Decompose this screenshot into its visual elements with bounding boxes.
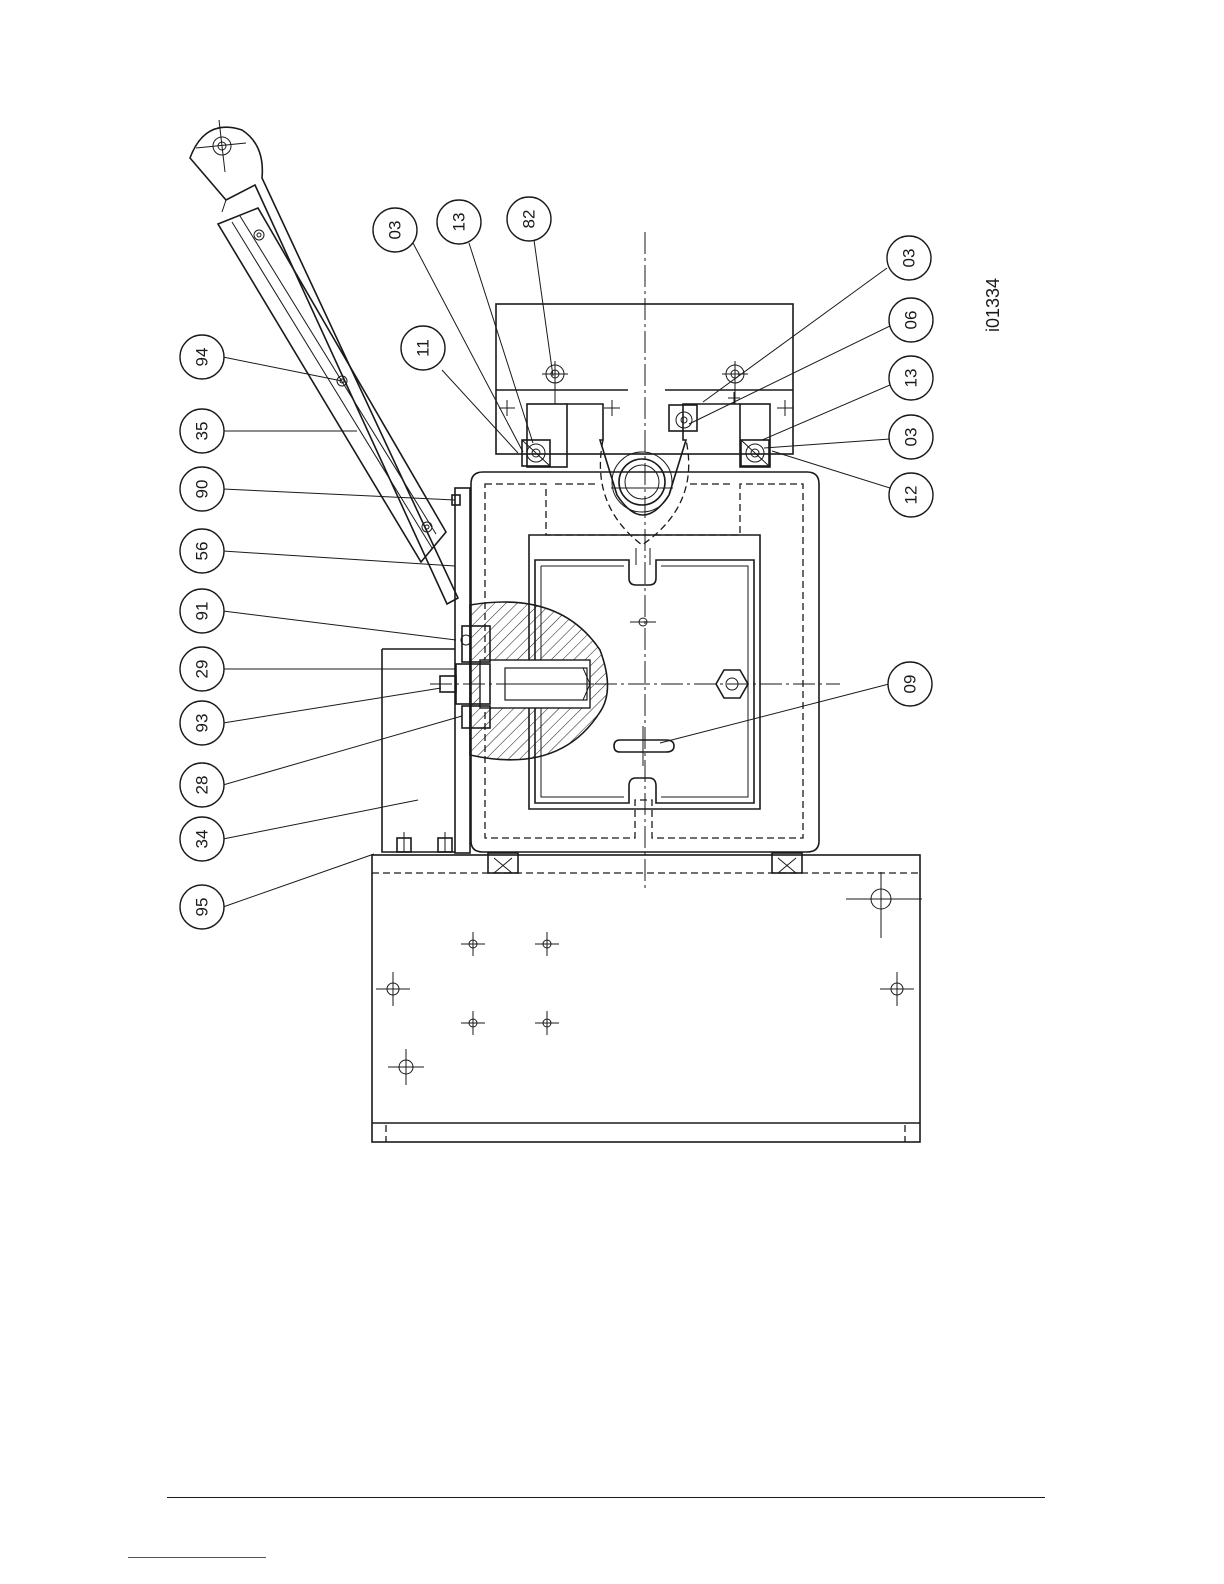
balloon-12: 12 <box>889 473 933 517</box>
bolt-mark <box>438 832 452 852</box>
bolt-mark <box>499 400 515 416</box>
hole-mark <box>846 872 922 938</box>
bolt-mark <box>604 400 620 416</box>
svg-text:82: 82 <box>520 210 539 229</box>
svg-text:03: 03 <box>902 428 921 447</box>
svg-text:94: 94 <box>193 348 212 367</box>
svg-text:13: 13 <box>450 213 469 232</box>
balloon-56: 56 <box>180 529 224 573</box>
balloon-list: 94 35 90 56 91 29 93 28 34 95 11 03 13 8… <box>180 197 933 929</box>
balloon-06: 06 <box>889 298 933 342</box>
footer-rule <box>167 1497 1045 1498</box>
balloon-82: 82 <box>507 197 551 241</box>
balloon-03: 03 <box>373 208 417 252</box>
balloon-03: 03 <box>887 236 931 280</box>
svg-text:12: 12 <box>902 486 921 505</box>
hole-mark <box>388 1049 424 1085</box>
foot-mark <box>488 853 518 873</box>
svg-text:03: 03 <box>900 249 919 268</box>
balloon-95: 95 <box>180 885 224 929</box>
balloon-13: 13 <box>437 200 481 244</box>
leader-lines <box>223 240 890 907</box>
hole-mark <box>535 932 559 956</box>
balloon-09: 09 <box>888 662 932 706</box>
svg-text:11: 11 <box>414 339 433 357</box>
svg-text:35: 35 <box>193 422 212 441</box>
balloon-29: 29 <box>180 647 224 691</box>
svg-text:91: 91 <box>193 602 212 621</box>
footer-link-underline <box>128 1557 266 1558</box>
svg-text:95: 95 <box>193 898 212 917</box>
balloon-94: 94 <box>180 335 224 379</box>
svg-text:90: 90 <box>193 480 212 499</box>
balloon-03: 03 <box>889 415 933 459</box>
bolt-mark <box>777 400 793 416</box>
base-plate-holes <box>376 872 922 1085</box>
hole-mark <box>880 972 914 1006</box>
svg-text:03: 03 <box>386 221 405 240</box>
bracket-bolts <box>499 361 793 466</box>
balloon-90: 90 <box>180 467 224 511</box>
svg-text:06: 06 <box>902 311 921 330</box>
nut-mark <box>741 440 769 466</box>
balloon-11: 11 <box>401 326 445 370</box>
hole-mark <box>535 1011 559 1035</box>
balloon-34: 34 <box>180 817 224 861</box>
svg-text:34: 34 <box>193 830 212 849</box>
bolt-mark <box>397 832 411 852</box>
balloon-35: 35 <box>180 409 224 453</box>
foot-mark <box>772 853 802 873</box>
svg-text:29: 29 <box>193 660 212 679</box>
svg-text:28: 28 <box>193 776 212 795</box>
svg-text:56: 56 <box>193 542 212 561</box>
bolt-mark <box>254 230 264 240</box>
hole-mark <box>461 932 485 956</box>
drawing-reference: i01334 <box>983 278 1003 332</box>
key-mark <box>614 726 674 766</box>
balloon-93: 93 <box>180 701 224 745</box>
svg-text:09: 09 <box>901 675 920 694</box>
svg-text:13: 13 <box>902 369 921 388</box>
bolt-mark <box>542 361 568 404</box>
hole-mark <box>376 972 410 1006</box>
base-plate <box>372 855 920 1142</box>
svg-text:93: 93 <box>193 714 212 733</box>
balloon-28: 28 <box>180 763 224 807</box>
balloon-13: 13 <box>889 356 933 400</box>
shaft-section <box>430 602 840 760</box>
hole-mark <box>461 1011 485 1035</box>
balloon-91: 91 <box>180 589 224 633</box>
hole-mark <box>630 618 656 626</box>
